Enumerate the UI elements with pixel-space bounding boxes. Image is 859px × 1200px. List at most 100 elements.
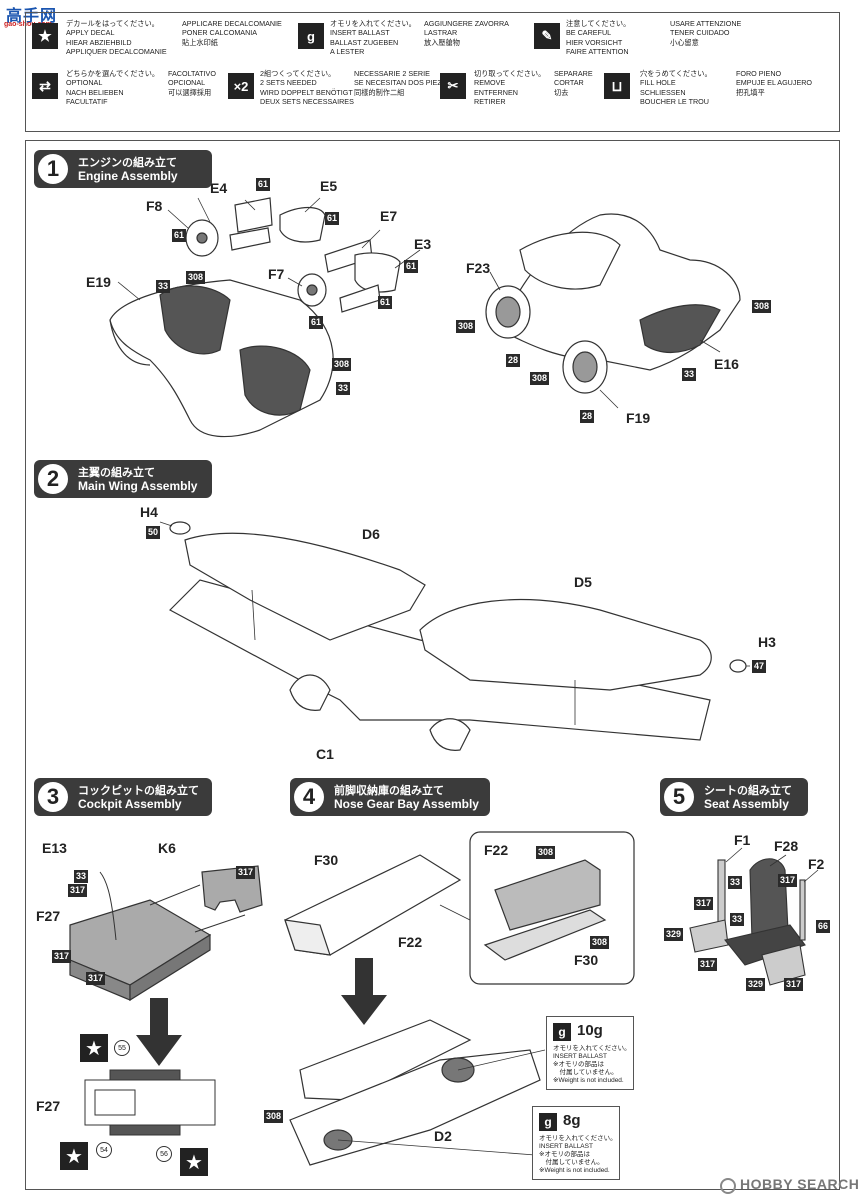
- careful-dropper-icon: ✎: [534, 23, 560, 49]
- optional-arrows-icon: ⇄: [32, 73, 58, 99]
- cut-off-icon: ✂: [440, 73, 466, 99]
- paint-code-tag: 33: [730, 913, 745, 926]
- part-label: D5: [574, 574, 592, 590]
- part-label: F2: [808, 856, 825, 872]
- ballast-note-10g: g 10g オモリを入れてください。 INSERT BALLAST ※オモリの部…: [546, 1016, 634, 1090]
- paint-code-tag: 28: [580, 410, 595, 423]
- paint-code-tag: 61: [256, 178, 271, 191]
- paint-code-tag: 47: [752, 660, 767, 673]
- step-title-en: Engine Assembly: [78, 169, 178, 183]
- paint-code-tag: 33: [74, 870, 89, 883]
- step-2-header: 2 主翼の組み立て Main Wing Assembly: [34, 460, 212, 498]
- paint-code-tag: 317: [694, 897, 714, 910]
- decal-number: 55: [114, 1040, 130, 1056]
- legend-text: 注意してください。 BE CAREFUL HIER VORSICHT FAIRE…: [566, 19, 631, 56]
- paint-code-tag: 308: [264, 1110, 284, 1123]
- paint-code-tag: 308: [332, 358, 352, 371]
- paint-code-tag: 33: [682, 368, 697, 381]
- part-label: H4: [140, 504, 158, 520]
- paint-code-tag: 33: [728, 876, 743, 889]
- paint-code-tag: 308: [456, 320, 476, 333]
- part-label: F27: [36, 908, 61, 924]
- paint-code-tag: 308: [186, 271, 206, 284]
- step-title-jp: 前脚収納庫の組み立て: [334, 785, 444, 797]
- decal-star-icon: ★: [32, 23, 58, 49]
- paint-code-tag: 317: [778, 874, 798, 887]
- step-title-jp: コックピットの組み立て: [78, 785, 199, 797]
- part-label: F30: [314, 852, 339, 868]
- legend-text: USARE ATTENZIONE TENER CUIDADO 小心留意: [670, 19, 742, 47]
- paint-code-tag: 61: [404, 260, 419, 273]
- paint-code-tag: 317: [698, 958, 718, 971]
- ballast-weight-icon: g: [539, 1113, 557, 1131]
- step-title-en: Main Wing Assembly: [78, 479, 198, 493]
- paint-code-tag: 308: [536, 846, 556, 859]
- legend-text: FACOLTATIVO OPCIONAL 可以選擇採用: [168, 69, 216, 97]
- ballast-note-text: オモリを入れてください。 INSERT BALLAST ※オモリの部品は 付属し…: [539, 1135, 617, 1174]
- part-label: F30: [574, 952, 599, 968]
- legend-text: SEPARARE CORTAR 切去: [554, 69, 593, 97]
- step-number: 2: [38, 464, 68, 494]
- paint-code-tag: 33: [336, 382, 351, 395]
- ballast-weight-value: 8g: [563, 1112, 581, 1129]
- times-two-icon: ×2: [228, 73, 254, 99]
- ballast-weight-value: 10g: [577, 1022, 603, 1039]
- part-label: F22: [398, 934, 423, 950]
- decal-number: 54: [96, 1142, 112, 1158]
- ballast-weight-icon: g: [298, 23, 324, 49]
- paint-code-tag: 317: [784, 978, 804, 991]
- part-label: E5: [320, 178, 338, 194]
- part-label: K6: [158, 840, 176, 856]
- step-3-header: 3 コックピットの組み立て Cockpit Assembly: [34, 778, 212, 816]
- part-label: F28: [774, 838, 799, 854]
- hobby-search-brand: HOBBY SEARCH: [740, 1176, 859, 1192]
- legend-box: ★ デカールをはってください。 APPLY DECAL HIEAR ABZIEH…: [25, 12, 840, 132]
- part-label: E19: [86, 274, 111, 290]
- legend-text: APPLICARE DECALCOMANIE PONER CALCOMANIA …: [182, 19, 282, 47]
- paint-code-tag: 308: [530, 372, 550, 385]
- legend-text: NECESSARIE 2 SERIE SE NECESITAN DOS PIEZ…: [354, 69, 452, 97]
- step-title-en: Seat Assembly: [704, 797, 789, 811]
- step-number: 4: [294, 782, 324, 812]
- fill-hole-icon: ⊔: [604, 73, 630, 99]
- paint-code-tag: 33: [156, 280, 171, 293]
- watermark-site-text: gao-shou.com: [4, 21, 52, 28]
- paint-code-tag: 317: [68, 884, 88, 897]
- part-label: E3: [414, 236, 432, 252]
- step-title-jp: エンジンの組み立て: [78, 157, 177, 169]
- part-label: E4: [210, 180, 228, 196]
- part-label: D6: [362, 526, 380, 542]
- legend-text: AGGIUNGERE ZAVORRA LASTRAR 放入壓艙物: [424, 19, 509, 47]
- step-5-header: 5 シートの組み立て Seat Assembly: [660, 778, 808, 816]
- part-label: F7: [268, 266, 285, 282]
- paint-code-tag: 61: [309, 316, 324, 329]
- part-label: D2: [434, 1128, 452, 1144]
- paint-code-tag: 329: [664, 928, 684, 941]
- part-label: F19: [626, 410, 651, 426]
- paint-code-tag: 329: [746, 978, 766, 991]
- paint-code-tag: 317: [236, 866, 256, 879]
- decal-star-icon: ★: [60, 1142, 88, 1170]
- legend-text: FORO PIENO EMPUJE EL AGUJERO 把孔填平: [736, 69, 813, 97]
- hobby-search-logo-icon: [720, 1178, 736, 1194]
- decal-star-icon: ★: [180, 1148, 208, 1176]
- step-1-header: 1 エンジンの組み立て Engine Assembly: [34, 150, 212, 188]
- part-label: E7: [380, 208, 398, 224]
- paint-code-tag: 308: [752, 300, 772, 313]
- paint-code-tag: 317: [52, 950, 72, 963]
- step-title-en: Cockpit Assembly: [78, 797, 182, 811]
- part-label: H3: [758, 634, 776, 650]
- paint-code-tag: 61: [172, 229, 187, 242]
- ballast-weight-icon: g: [553, 1023, 571, 1041]
- part-label: F1: [734, 832, 751, 848]
- decal-number: 56: [156, 1146, 172, 1162]
- legend-text: 切り取ってください。 REMOVE ENTFERNEN RETIRER: [474, 69, 546, 106]
- paint-code-tag: 50: [146, 526, 161, 539]
- part-label: E13: [42, 840, 67, 856]
- part-label: F27: [36, 1098, 61, 1114]
- part-label: E16: [714, 356, 739, 372]
- legend-text: 2組つくってください。 2 SETS NEEDED WIRD DOPPELT B…: [260, 69, 354, 106]
